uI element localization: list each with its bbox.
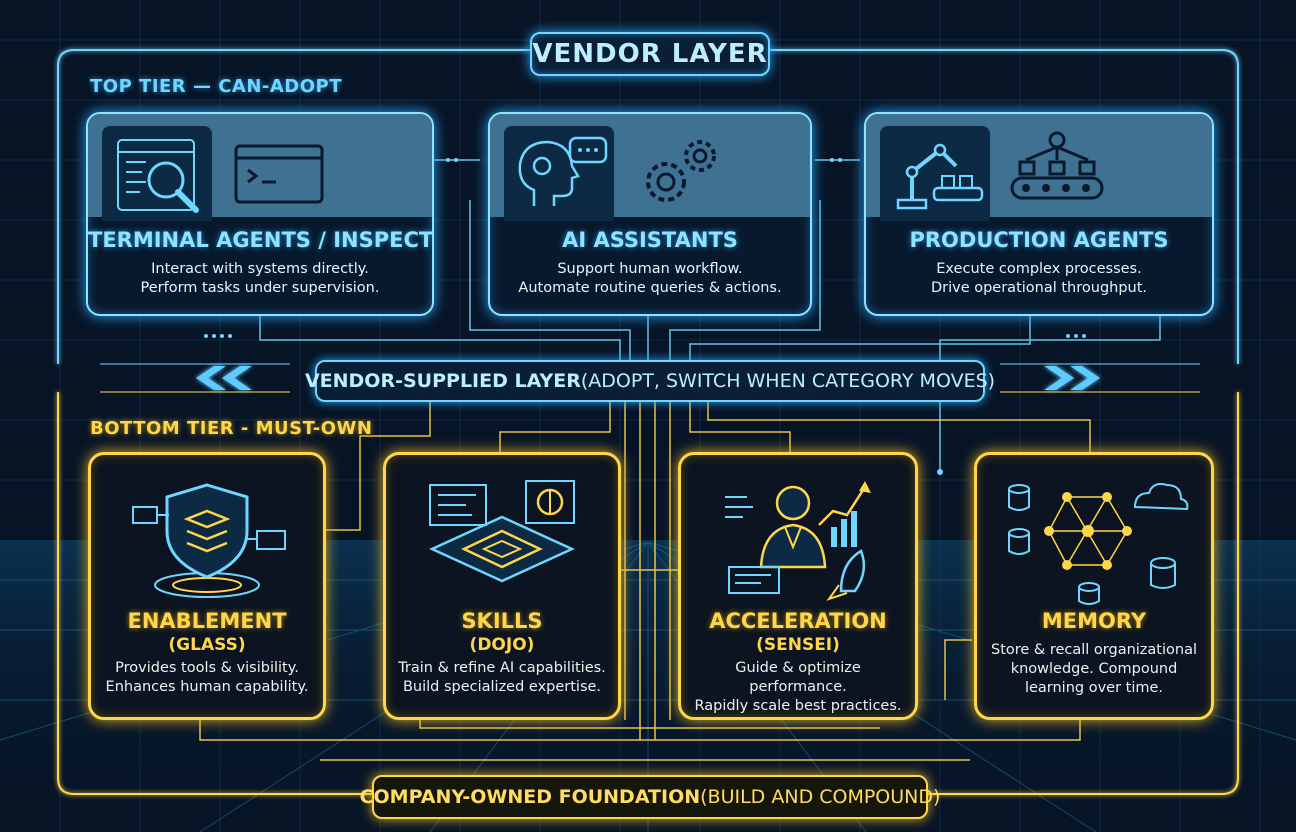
description-line: Guide & optimize performance. bbox=[735, 660, 861, 695]
card-description: Train & refine AI capabilities. Build sp… bbox=[392, 659, 612, 697]
card-description: Support human workflow. Automate routine… bbox=[490, 260, 810, 298]
card-subtitle: (SENSEI) bbox=[756, 635, 840, 655]
description-line: Train & refine AI capabilities. bbox=[398, 660, 606, 676]
head-chat-gear-icon bbox=[504, 126, 614, 221]
chip-brain-icon bbox=[386, 467, 618, 607]
description-line: Interact with systems directly. bbox=[151, 261, 369, 277]
network-database-icon bbox=[977, 467, 1211, 607]
foundation-rest-text: (BUILD AND COMPOUND) bbox=[700, 786, 941, 808]
card-subtitle: (GLASS) bbox=[168, 635, 246, 655]
description-line: Build specialized expertise. bbox=[402, 679, 602, 695]
description-line: knowledge. Compound bbox=[1010, 661, 1178, 677]
band-strong-text: VENDOR-SUPPLIED LAYER bbox=[304, 370, 581, 392]
description-line: Rapidly scale best practices. bbox=[694, 698, 902, 714]
description-line: learning over time. bbox=[1024, 680, 1164, 696]
person-rocket-icon bbox=[681, 467, 915, 607]
vendor-layer-title: VENDOR LAYER bbox=[530, 32, 770, 76]
description-line: Store & recall organizational bbox=[990, 642, 1197, 658]
card-subtitle: (DOJO) bbox=[469, 635, 535, 655]
card-title: MEMORY bbox=[1041, 609, 1147, 633]
card-description: Guide & optimize performance. Rapidly sc… bbox=[687, 659, 909, 716]
terminal-agents-card[interactable]: TERMINAL AGENTS / INSPECT Interact with … bbox=[86, 112, 434, 316]
robot-arm-icon bbox=[880, 126, 990, 221]
card-description: Provides tools & visibility. Enhances hu… bbox=[97, 659, 317, 697]
card-description: Interact with systems directly. Perform … bbox=[88, 260, 432, 298]
description-line: Automate routine queries & actions. bbox=[518, 280, 782, 296]
card-title: AI ASSISTANTS bbox=[562, 228, 738, 252]
shield-layers-icon bbox=[91, 467, 323, 607]
company-owned-foundation-band: COMPANY-OWNED FOUNDATION (BUILD AND COMP… bbox=[360, 775, 940, 819]
foundation-strong-text: COMPANY-OWNED FOUNDATION bbox=[359, 786, 701, 808]
memory-card[interactable]: MEMORY Store & recall organizational kno… bbox=[974, 452, 1214, 720]
top-tier-label: TOP TIER — CAN-ADOPT bbox=[90, 76, 343, 97]
production-agents-card[interactable]: PRODUCTION AGENTS Execute complex proces… bbox=[864, 112, 1214, 316]
description-line: Drive operational throughput. bbox=[930, 280, 1148, 296]
gears-icon bbox=[626, 126, 736, 221]
vendor-supplied-layer-band: VENDOR-SUPPLIED LAYER (ADOPT, SWITCH WHE… bbox=[305, 360, 995, 402]
description-line: Execute complex processes. bbox=[936, 261, 1142, 277]
card-title: TERMINAL AGENTS / INSPECT bbox=[88, 228, 434, 252]
inspect-search-icon bbox=[102, 126, 212, 221]
terminal-prompt-icon bbox=[224, 126, 334, 221]
band-rest-text: (ADOPT, SWITCH WHEN CATEGORY MOVES) bbox=[580, 370, 996, 392]
description-line: Provides tools & visibility. bbox=[115, 660, 299, 676]
description-line: Perform tasks under supervision. bbox=[140, 280, 380, 296]
card-description: Store & recall organizational knowledge.… bbox=[983, 641, 1205, 698]
ai-assistants-card[interactable]: AI ASSISTANTS Support human workflow. Au… bbox=[488, 112, 812, 316]
conveyor-network-icon bbox=[1002, 126, 1112, 221]
bottom-tier-label: BOTTOM TIER - MUST-OWN bbox=[90, 418, 373, 439]
enablement-card[interactable]: ENABLEMENT (GLASS) Provides tools & visi… bbox=[88, 452, 326, 720]
acceleration-card[interactable]: ACCELERATION (SENSEI) Guide & optimize p… bbox=[678, 452, 918, 720]
card-title: SKILLS bbox=[461, 609, 543, 633]
description-line: Enhances human capability. bbox=[105, 679, 309, 695]
card-title: ENABLEMENT bbox=[127, 609, 287, 633]
card-description: Execute complex processes. Drive operati… bbox=[866, 260, 1212, 298]
card-title: PRODUCTION AGENTS bbox=[909, 228, 1169, 252]
skills-card[interactable]: SKILLS (DOJO) Train & refine AI capabili… bbox=[383, 452, 621, 720]
card-title: ACCELERATION bbox=[709, 609, 887, 633]
description-line: Support human workflow. bbox=[557, 261, 743, 277]
